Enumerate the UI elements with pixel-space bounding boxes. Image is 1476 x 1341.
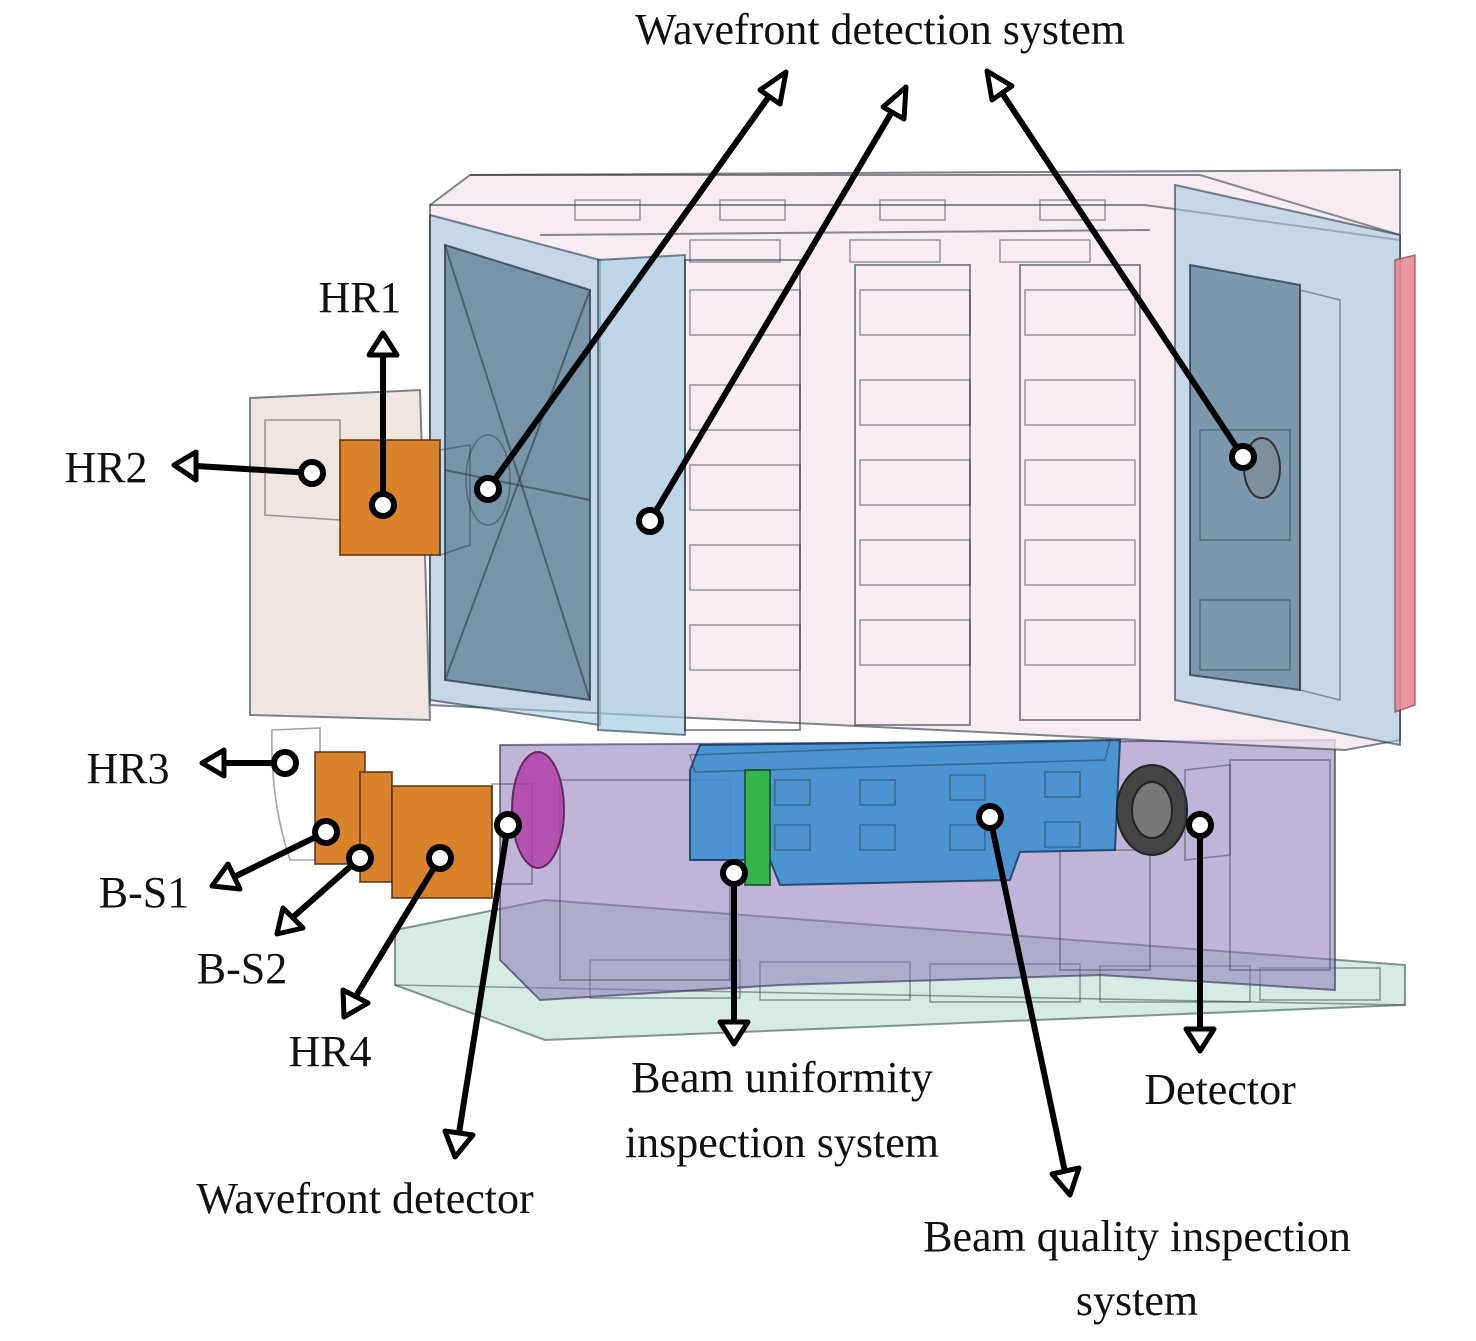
arrow-bs1 [209, 818, 340, 892]
arrow-beam-quality [976, 803, 1082, 1198]
label-hr1: HR1 [318, 273, 401, 322]
frame-columns [684, 259, 1141, 731]
label-beam-quality-line2: system [1076, 1276, 1198, 1325]
equipment-illustration [249, 168, 1416, 1042]
label-hr4: HR4 [288, 1027, 371, 1076]
label-detector: Detector [1144, 1065, 1296, 1114]
arrow-hr2 [171, 449, 326, 487]
label-beam-uniformity-line1: Beam uniformity [631, 1053, 933, 1102]
arrow-wavefront-system-3 [984, 68, 1257, 471]
arrow-wavefront-system-1 [474, 69, 789, 503]
arrow-wavefront-detector [442, 811, 522, 1160]
arrow-wavefront-system-2 [636, 84, 909, 535]
label-hr2: HR2 [64, 443, 147, 492]
label-beam-uniformity-line2: inspection system [625, 1118, 939, 1167]
callout-arrows [171, 68, 1257, 1198]
arrow-hr4 [340, 844, 454, 1020]
label-wavefront-detector: Wavefront detector [196, 1174, 534, 1223]
arrow-bs2 [274, 844, 374, 937]
arrow-detector [1183, 811, 1217, 1054]
label-wavefront-detection-system: Wavefront detection system [635, 5, 1125, 54]
labels: Wavefront detection system HR1 HR2 HR3 B… [64, 5, 1350, 1325]
inspection-blocks [688, 738, 1231, 887]
label-beam-quality-line1: Beam quality inspection [923, 1212, 1351, 1261]
arrow-beam-uniformity [717, 859, 751, 1047]
arrow-hr3 [199, 747, 299, 779]
label-bs2: B-S2 [197, 944, 287, 993]
main-frame [429, 168, 1416, 752]
label-bs1: B-S1 [99, 868, 189, 917]
arrow-hr1 [366, 330, 400, 519]
label-hr3: HR3 [86, 744, 169, 793]
